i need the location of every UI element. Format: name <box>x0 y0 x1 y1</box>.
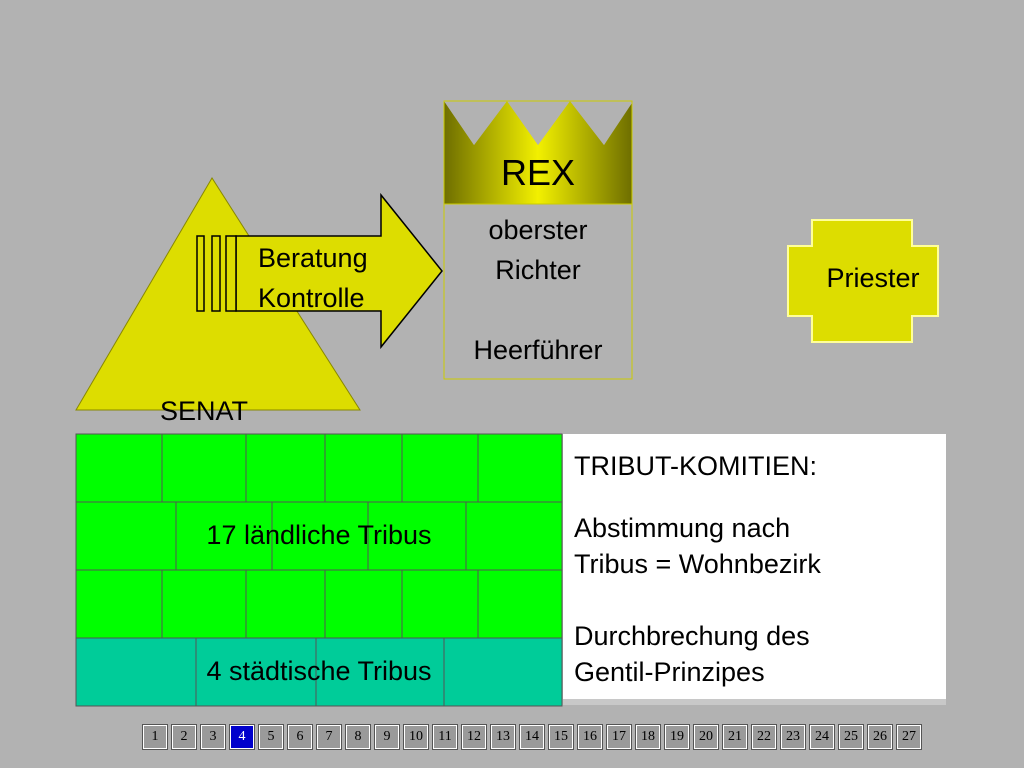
page-button-10[interactable]: 10 <box>403 724 429 750</box>
crown-notch-cover <box>444 101 632 145</box>
arrow-line-2: Kontrolle <box>258 283 365 313</box>
page-button-5[interactable]: 5 <box>258 724 284 750</box>
page-button-7[interactable]: 7 <box>316 724 342 750</box>
page-button-18[interactable]: 18 <box>635 724 661 750</box>
page-button-14[interactable]: 14 <box>519 724 545 750</box>
rex-body-box <box>443 203 633 380</box>
info-p2-line-2: Gentil-Prinzipes <box>574 657 765 687</box>
info-title: TRIBUT-KOMITIEN: <box>574 451 817 481</box>
page-button-2[interactable]: 2 <box>171 724 197 750</box>
page-button-27[interactable]: 27 <box>896 724 922 750</box>
page-button-25[interactable]: 25 <box>838 724 864 750</box>
page-button-21[interactable]: 21 <box>722 724 748 750</box>
page-button-3[interactable]: 3 <box>200 724 226 750</box>
page-button-23[interactable]: 23 <box>780 724 806 750</box>
info-paragraph-1: Abstimmung nach Tribus = Wohnbezirk <box>574 510 934 582</box>
rex-spacer <box>444 290 632 330</box>
info-p1-line-1: Abstimmung nach <box>574 513 791 543</box>
tribus-wall <box>75 433 563 707</box>
page-button-1[interactable]: 1 <box>142 724 168 750</box>
page-button-11[interactable]: 11 <box>432 724 458 750</box>
page-button-24[interactable]: 24 <box>809 724 835 750</box>
arrow-line-1: Beratung <box>258 243 368 273</box>
advice-arrow <box>235 192 443 350</box>
info-p2-line-1: Durchbrechung des <box>574 621 810 651</box>
page-button-17[interactable]: 17 <box>606 724 632 750</box>
page-button-19[interactable]: 19 <box>664 724 690 750</box>
page-button-20[interactable]: 20 <box>693 724 719 750</box>
priester-label: Priester <box>826 263 920 293</box>
rex-description: oberster Richter Heerführer <box>444 210 632 370</box>
urban-tribus-label: 4 städtische Tribus <box>206 656 432 686</box>
page-button-6[interactable]: 6 <box>287 724 313 750</box>
rex-line-1: oberster <box>488 215 588 245</box>
rex-line-3: Heerführer <box>473 335 603 365</box>
info-p1-line-2: Tribus = Wohnbezirk <box>574 549 821 579</box>
info-paragraph-2: Durchbrechung des Gentil-Prinzipes <box>574 618 934 690</box>
page-button-15[interactable]: 15 <box>548 724 574 750</box>
page-button-12[interactable]: 12 <box>461 724 487 750</box>
rex-title: REX <box>500 152 576 193</box>
page-button-9[interactable]: 9 <box>374 724 400 750</box>
page-button-4[interactable]: 4 <box>229 724 255 750</box>
rural-tribus-label: 17 ländliche Tribus <box>206 520 432 550</box>
arrow-label: Beratung Kontrolle <box>258 238 418 318</box>
page-button-26[interactable]: 26 <box>867 724 893 750</box>
page-button-16[interactable]: 16 <box>577 724 603 750</box>
page-button-8[interactable]: 8 <box>345 724 371 750</box>
arrow-tail-stripes <box>196 235 237 312</box>
senat-label: SENAT <box>160 396 249 426</box>
page-button-22[interactable]: 22 <box>751 724 777 750</box>
rex-line-2: Richter <box>495 255 581 285</box>
priester-cross <box>787 219 939 343</box>
info-panel: TRIBUT-KOMITIEN: Abstimmung nach Tribus … <box>563 434 946 699</box>
page-button-13[interactable]: 13 <box>490 724 516 750</box>
